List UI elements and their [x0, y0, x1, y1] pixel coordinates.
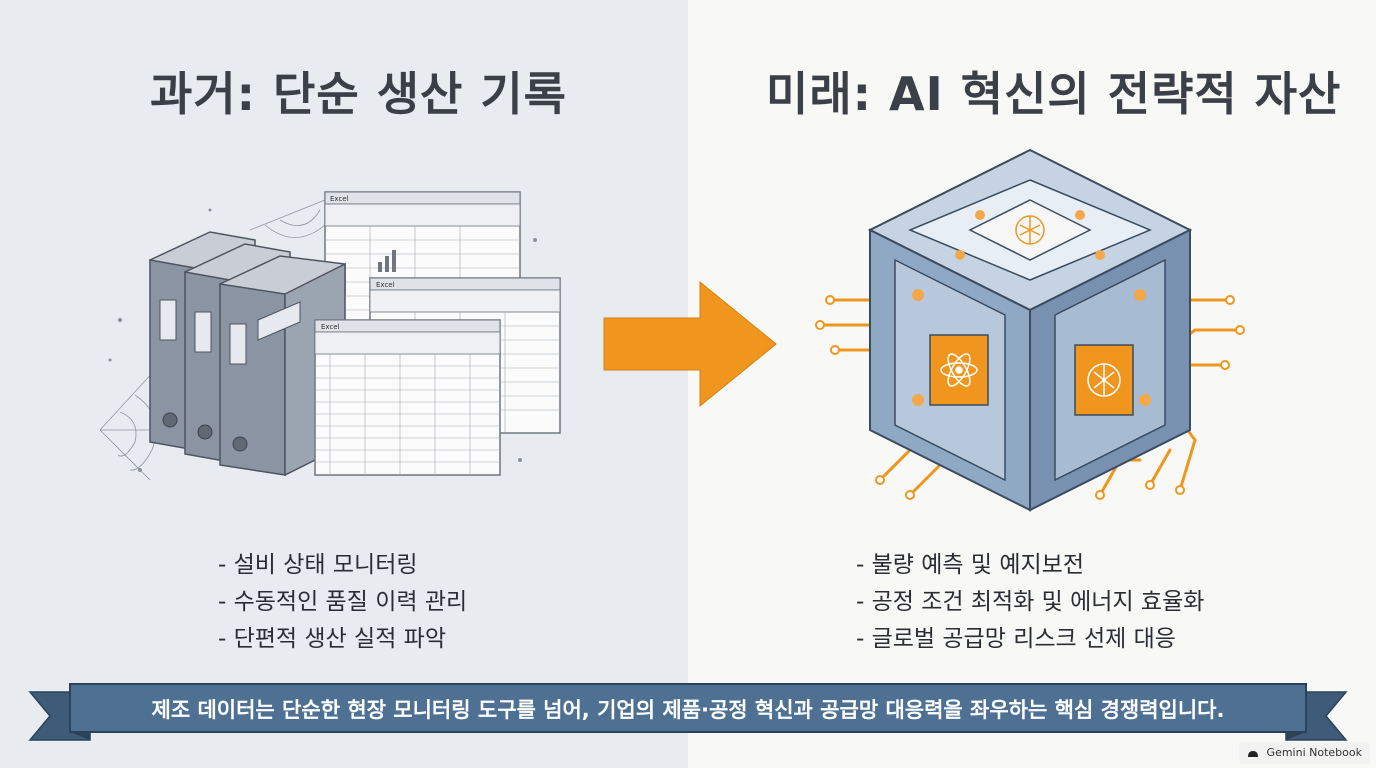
past-bullet-item: - 수동적인 품질 이력 관리	[218, 589, 468, 615]
spreadsheet-title-2: Excel	[376, 281, 395, 289]
past-title: 과거: 단순 생산 기록	[150, 67, 567, 121]
past-bullet-item: - 단편적 생산 실적 파악	[218, 626, 446, 652]
brain-network-icon	[1015, 215, 1045, 245]
watermark-badge: Gemini Notebook	[1239, 742, 1370, 764]
brain-network-icon	[1087, 363, 1121, 397]
atom-icon	[940, 353, 978, 387]
arrow-right-icon	[603, 280, 777, 408]
future-bullet-item: - 불량 예측 및 예지보전	[856, 552, 1084, 578]
spreadsheet-icon: Excel	[314, 319, 501, 476]
banner-ribbon	[28, 683, 1348, 741]
gemini-icon	[1248, 751, 1259, 757]
past-bullet-item: - 설비 상태 모니터링	[218, 552, 418, 578]
banner-text: 제조 데이터는 단순한 현장 모니터링 도구를 넘어, 기업의 제품·공정 혁신…	[151, 698, 1225, 722]
spreadsheet-title-1: Excel	[330, 195, 349, 203]
watermark-text: Gemini Notebook	[1266, 746, 1362, 759]
dust-dots	[108, 208, 537, 472]
past-bullet-list: - 설비 상태 모니터링 - 수동적인 품질 이력 관리 - 단편적 생산 실적…	[218, 547, 467, 658]
future-bullet-item: - 공정 조건 최적화 및 에너지 효율화	[856, 589, 1205, 615]
binders-and-spreadsheets-illustration: Excel Excel	[99, 191, 561, 481]
future-title: 미래: AI 혁신의 전략적 자산	[766, 67, 1342, 121]
circuit-nodes	[815, 295, 1245, 500]
cobweb-icon	[99, 199, 326, 481]
future-bullet-list: - 불량 예측 및 예지보전 - 공정 조건 최적화 및 에너지 효율화 - 글…	[856, 547, 1204, 658]
glow-dots	[912, 210, 1151, 406]
future-bullet-item: - 글로벌 공급망 리스크 선제 대응	[856, 626, 1176, 652]
mini-bar-chart	[378, 250, 396, 272]
spreadsheet-title-3: Excel	[321, 323, 340, 331]
ai-cube-icon	[815, 148, 1245, 512]
